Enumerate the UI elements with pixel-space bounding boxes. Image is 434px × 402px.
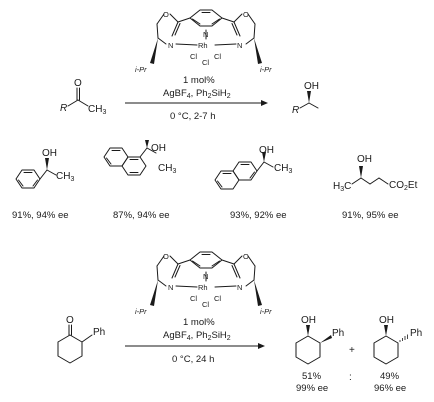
ratio-separator: : (349, 372, 352, 383)
example-1-phenylethanol: OH CH3 91%, 94% ee (12, 148, 74, 221)
atom-r: R (292, 105, 299, 116)
oh-label: OH (357, 154, 372, 165)
reagents: AgBF4, Ph2SiH2 (163, 330, 231, 342)
product-cis: OH Ph 51% 99% ee (295, 315, 344, 394)
product-trans: OH Ph 49% 96% ee (373, 315, 422, 394)
temp-time: 0 °C, 24 h (172, 354, 214, 365)
atom-o-right: O (243, 10, 249, 19)
atom-n-right: N (237, 41, 242, 50)
arrow-head-2 (258, 343, 265, 349)
atom-n-pyridine: N (203, 30, 208, 39)
ipr-right-label: i-Pr (260, 307, 272, 316)
trans-yield: 49% (380, 371, 400, 382)
atom-n-left: N (168, 41, 173, 50)
oh-label: OH (301, 315, 316, 326)
substrate-2-phenylcyclohexanone: O Ph (57, 315, 105, 364)
reaction-1: O N O N Rh N Cl Cl Cl i-Pr i-Pr 1 mol% A… (60, 9, 319, 122)
oh-label: OH (42, 148, 57, 159)
oh-label: OH (151, 143, 166, 154)
atom-rh: Rh (198, 41, 208, 50)
example-4-result: 91%, 95% ee (342, 210, 399, 221)
ester-label: CO2Et (389, 180, 418, 192)
product-alcohol: OH R (292, 81, 319, 116)
h3c-label: H3C (333, 181, 351, 193)
substrate-ketone: O R CH3 (60, 78, 106, 116)
ipr-left-label: i-Pr (135, 307, 147, 316)
reagents: AgBF4, Ph2SiH2 (163, 88, 231, 100)
catalyst-pybox-rh-1: O N O N Rh N Cl Cl Cl i-Pr i-Pr (135, 9, 272, 74)
phenyl-label: Ph (332, 328, 344, 339)
atom-cl-center: Cl (202, 58, 209, 67)
atom-cl-left: Cl (190, 52, 197, 61)
example-2-1-naphthylethanol: OH CH3 87%, 94% ee (103, 140, 176, 221)
atom-o: O (66, 315, 74, 326)
atom-n-right: N (237, 283, 242, 292)
example-2-result: 87%, 94% ee (113, 210, 170, 221)
reaction-2: O N O N Rh N Cl Cl Cl i-Pr i-Pr 1 mol% A… (57, 251, 422, 394)
catalyst-loading: 1 mol% (183, 75, 215, 86)
atom-o-left: O (163, 10, 169, 19)
atom-o-right: O (243, 252, 249, 261)
arrow-head-1 (261, 100, 268, 106)
example-3-result: 93%, 92% ee (230, 210, 287, 221)
oh-label: OH (304, 81, 319, 92)
methyl-label: CH3 (274, 163, 292, 175)
temp-time: 0 °C, 2-7 h (170, 111, 216, 122)
atom-n-pyridine: N (203, 272, 208, 281)
phenyl-label: Ph (410, 328, 422, 339)
atom-o: O (74, 78, 82, 89)
ipr-right-label: i-Pr (260, 65, 272, 74)
example-3-2-naphthylethanol: OH CH3 93%, 92% ee (214, 145, 292, 221)
methyl-label: CH3 (88, 104, 106, 116)
methyl-label: CH3 (158, 163, 176, 175)
plus-sign: + (349, 345, 355, 356)
phenyl-label: Ph (93, 327, 105, 338)
ipr-left-label: i-Pr (135, 65, 147, 74)
atom-cl-left: Cl (190, 294, 197, 303)
cis-yield: 51% (302, 371, 322, 382)
examples-row: OH CH3 91%, 94% ee OH CH3 87%, 94% ee (12, 140, 418, 221)
atom-o-left: O (163, 252, 169, 261)
methyl-label: CH3 (56, 171, 74, 183)
example-1-result: 91%, 94% ee (12, 210, 69, 221)
atom-n-left: N (168, 283, 173, 292)
example-4-hydroxyester: OH H3C CO2Et 91%, 95% ee (333, 154, 418, 221)
atom-cl-right: Cl (214, 52, 221, 61)
oh-label: OH (259, 145, 274, 156)
catalyst-pybox-rh-2: O N O N Rh N Cl Cl Cl i-Pr i-Pr (135, 251, 272, 316)
catalyst-loading: 1 mol% (183, 317, 215, 328)
cis-ee: 99% ee (296, 383, 328, 394)
trans-ee: 96% ee (374, 383, 406, 394)
atom-cl-right: Cl (214, 294, 221, 303)
atom-r: R (60, 103, 67, 114)
atom-rh: Rh (198, 283, 208, 292)
oh-label: OH (379, 315, 394, 326)
atom-cl-center: Cl (202, 300, 209, 309)
